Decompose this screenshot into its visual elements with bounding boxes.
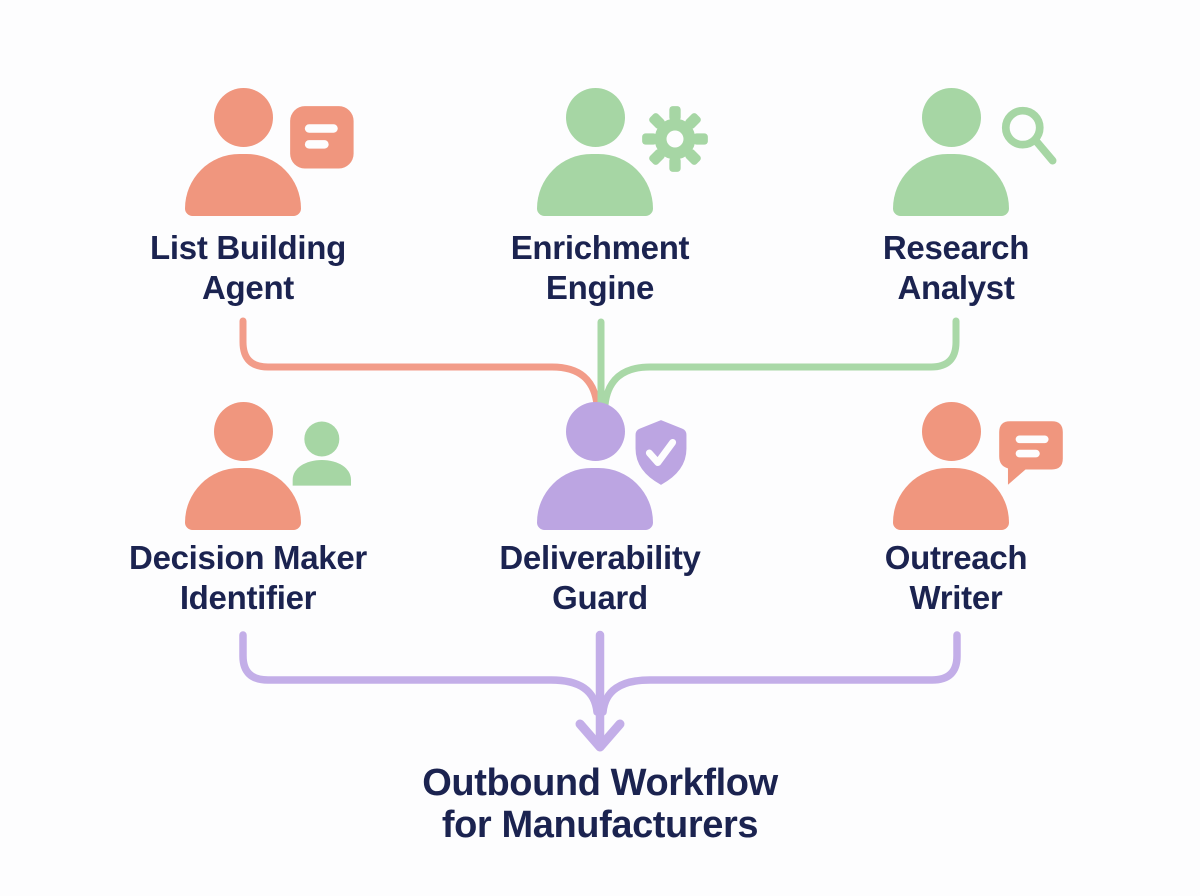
person-icon bbox=[893, 154, 1009, 216]
node-label-line1: Enrichment bbox=[510, 229, 690, 266]
chat-bubble-icon bbox=[999, 421, 1063, 485]
mini-person-icon bbox=[292, 421, 351, 486]
node-label-line2: Engine bbox=[545, 269, 655, 306]
node-label-line1: List Building bbox=[150, 229, 346, 266]
node-label: Decision Maker Identifier bbox=[88, 538, 408, 618]
person-icon bbox=[214, 402, 273, 461]
person-icon bbox=[537, 154, 653, 216]
node-enrichment-engine bbox=[537, 88, 712, 218]
connector-decision-maker-to-output bbox=[239, 631, 601, 716]
person-icon bbox=[922, 88, 981, 147]
node-label-line2: Analyst bbox=[897, 269, 1015, 306]
node-decision-maker-identifier bbox=[185, 402, 360, 532]
node-list-building-agent bbox=[185, 88, 360, 218]
node-label: Research Analyst bbox=[796, 228, 1116, 308]
connector-list-building-to-guard bbox=[239, 317, 601, 409]
person-icon bbox=[185, 154, 301, 216]
workflow-title-line1: Outbound Workflow bbox=[422, 762, 778, 804]
connector-research-to-guard bbox=[601, 317, 960, 409]
person-icon bbox=[566, 402, 625, 461]
node-label-line2: Guard bbox=[552, 579, 648, 616]
person-icon bbox=[893, 468, 1009, 530]
connector-outreach-to-output bbox=[599, 631, 961, 716]
person-icon bbox=[214, 88, 273, 147]
node-label: Enrichment Engine bbox=[440, 228, 760, 308]
gear-icon bbox=[642, 106, 708, 172]
node-label-line2: Agent bbox=[202, 269, 294, 306]
node-label-line2: Writer bbox=[909, 579, 1003, 616]
arrowhead-down-icon bbox=[575, 719, 625, 752]
node-label-line1: Research bbox=[882, 229, 1030, 266]
person-icon bbox=[922, 402, 981, 461]
shield-check-icon bbox=[635, 420, 687, 485]
node-label: Outreach Writer bbox=[796, 538, 1116, 618]
node-label-line1: Deliverability bbox=[499, 539, 701, 576]
node-deliverability-guard bbox=[537, 402, 712, 532]
node-label-line1: Outreach bbox=[884, 539, 1028, 576]
person-icon bbox=[566, 88, 625, 147]
node-label-line2: Identifier bbox=[179, 579, 317, 616]
node-research-analyst bbox=[893, 88, 1068, 218]
workflow-title-line2: for Manufacturers bbox=[441, 804, 759, 846]
workflow-title: Outbound Workflow for Manufacturers bbox=[350, 762, 850, 846]
person-icon bbox=[185, 468, 301, 530]
magnifier-icon bbox=[1001, 106, 1057, 165]
list-card-icon bbox=[290, 106, 354, 169]
node-label: List Building Agent bbox=[88, 228, 408, 308]
node-label: Deliverability Guard bbox=[440, 538, 760, 618]
node-label-line1: Decision Maker bbox=[129, 539, 367, 576]
node-outreach-writer bbox=[893, 402, 1068, 532]
